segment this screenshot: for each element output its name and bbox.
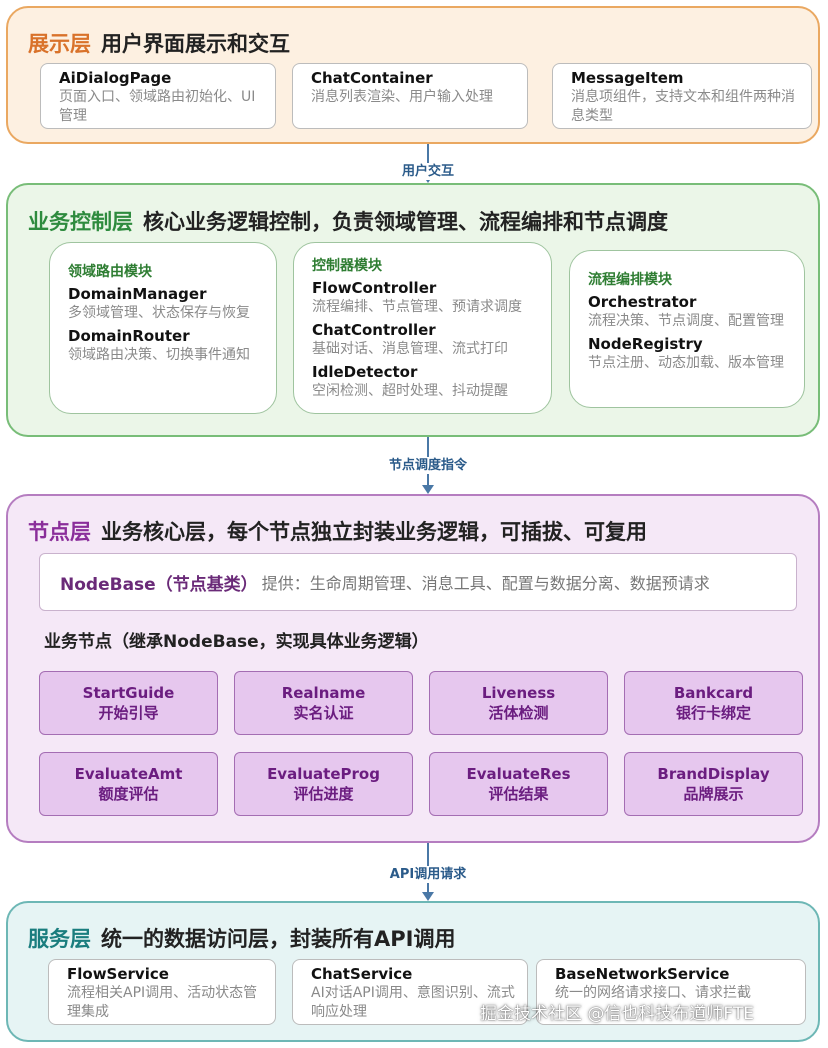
module-item-desc: 流程编排、节点管理、预请求调度 bbox=[312, 299, 522, 315]
service-layer: 服务层统一的数据访问层，封装所有API调用 FlowService 流程相关AP… bbox=[6, 901, 820, 1042]
module-title: 流程编排模块 bbox=[588, 272, 672, 288]
card-chatservice: ChatService AI对话API调用、意图识别、流式响应处理 bbox=[292, 959, 528, 1025]
card-title: BaseNetworkService bbox=[555, 965, 730, 983]
node-branddisplay: BrandDisplay 品牌展示 bbox=[624, 752, 803, 816]
card-aidialogpage: AiDialogPage 页面入口、领域路由初始化、UI管理 bbox=[40, 63, 276, 129]
node-layer-title: 节点层业务核心层，每个节点独立封装业务逻辑，可插拔、可复用 bbox=[28, 516, 647, 546]
module-item-name: FlowController bbox=[312, 279, 437, 297]
layer-name: 节点层 bbox=[28, 520, 91, 544]
card-title: AiDialogPage bbox=[59, 69, 172, 87]
node-evaluateprog: EvaluateProg 评估进度 bbox=[234, 752, 413, 816]
node-name-en: StartGuide bbox=[82, 684, 175, 702]
card-messageitem: MessageItem 消息项组件，支持文本和组件两种消息类型 bbox=[552, 63, 812, 129]
module-item-name: Orchestrator bbox=[588, 293, 697, 311]
module-item-desc: 流程决策、节点调度、配置管理 bbox=[588, 313, 784, 329]
layer-name: 服务层 bbox=[28, 927, 91, 951]
card-title: ChatContainer bbox=[311, 69, 433, 87]
node-name-en: EvaluateAmt bbox=[74, 765, 183, 783]
card-desc: 页面入口、领域路由初始化、UI管理 bbox=[59, 89, 256, 124]
control-layer-title: 业务控制层核心业务逻辑控制，负责领域管理、流程编排和节点调度 bbox=[28, 206, 668, 236]
arrow-label-user-interaction: 用户交互 bbox=[0, 160, 828, 180]
card-desc: 统一的网络请求接口、请求拦截 bbox=[555, 985, 751, 1001]
layer-name: 业务控制层 bbox=[28, 210, 133, 234]
arrow-label-node-dispatch: 节点调度指令 bbox=[0, 454, 828, 474]
module-item-desc: 空闲检测、超时处理、抖动提醒 bbox=[312, 383, 508, 399]
node-name-zh: 品牌展示 bbox=[683, 785, 744, 803]
module-item-name: DomainRouter bbox=[68, 327, 190, 345]
card-desc: 消息项组件，支持文本和组件两种消息类型 bbox=[571, 89, 795, 124]
arrow-label-text: 节点调度指令 bbox=[384, 457, 471, 474]
node-name-zh: 评估进度 bbox=[293, 785, 354, 803]
node-name-en: EvaluateProg bbox=[267, 765, 380, 783]
module-item-desc: 多领域管理、状态保存与恢复 bbox=[68, 305, 250, 321]
node-name-zh: 实名认证 bbox=[293, 704, 354, 722]
module-item-name: ChatController bbox=[312, 321, 436, 339]
node-name-zh: 活体检测 bbox=[488, 704, 549, 722]
card-desc: 消息列表渲染、用户输入处理 bbox=[311, 89, 493, 105]
module-item-desc: 节点注册、动态加载、版本管理 bbox=[588, 355, 784, 371]
watermark: 掘金技术社区 @信也科技布道师FTE bbox=[480, 1004, 755, 1024]
card-chatcontainer: ChatContainer 消息列表渲染、用户输入处理 bbox=[292, 63, 528, 129]
module-domain-routing: 领域路由模块 DomainManager 多领域管理、状态保存与恢复 Domai… bbox=[49, 242, 277, 414]
node-liveness: Liveness 活体检测 bbox=[429, 671, 608, 735]
module-title: 领域路由模块 bbox=[68, 264, 152, 280]
layer-description: 统一的数据访问层，封装所有API调用 bbox=[101, 927, 456, 951]
node-bankcard: Bankcard 银行卡绑定 bbox=[624, 671, 803, 735]
node-name-en: EvaluateRes bbox=[466, 765, 571, 783]
arrow-label-text: 用户交互 bbox=[397, 163, 458, 180]
layer-description: 用户界面展示和交互 bbox=[101, 32, 290, 56]
arrow-label-text: API调用请求 bbox=[385, 866, 471, 883]
card-desc: AI对话API调用、意图识别、流式响应处理 bbox=[311, 985, 515, 1020]
layer-description: 业务核心层，每个节点独立封装业务逻辑，可插拔、可复用 bbox=[101, 520, 647, 544]
node-evaluateres: EvaluateRes 评估结果 bbox=[429, 752, 608, 816]
module-title: 控制器模块 bbox=[312, 258, 382, 274]
node-evaluateamt: EvaluateAmt 额度评估 bbox=[39, 752, 218, 816]
module-item-name: DomainManager bbox=[68, 285, 207, 303]
module-item-name: NodeRegistry bbox=[588, 335, 703, 353]
node-startguide: StartGuide 开始引导 bbox=[39, 671, 218, 735]
node-layer: 节点层业务核心层，每个节点独立封装业务逻辑，可插拔、可复用 NodeBase（节… bbox=[6, 494, 820, 843]
nodebase-name: NodeBase（节点基类） bbox=[60, 574, 258, 595]
nodebase-box: NodeBase（节点基类）提供：生命周期管理、消息工具、配置与数据分离、数据预… bbox=[39, 553, 797, 611]
node-name-zh: 额度评估 bbox=[98, 785, 159, 803]
module-orchestration: 流程编排模块 Orchestrator 流程决策、节点调度、配置管理 NodeR… bbox=[569, 250, 805, 408]
card-title: FlowService bbox=[67, 965, 169, 983]
nodebase-desc: 提供：生命周期管理、消息工具、配置与数据分离、数据预请求 bbox=[261, 574, 710, 593]
service-layer-title: 服务层统一的数据访问层，封装所有API调用 bbox=[28, 923, 455, 953]
module-item-desc: 领域路由决策、切换事件通知 bbox=[68, 347, 250, 363]
node-name-zh: 评估结果 bbox=[488, 785, 549, 803]
node-name-en: Realname bbox=[281, 684, 366, 702]
node-name-en: Liveness bbox=[481, 684, 556, 702]
card-flowservice: FlowService 流程相关API调用、活动状态管理集成 bbox=[48, 959, 276, 1025]
presentation-layer: 展示层用户界面展示和交互 AiDialogPage 页面入口、领域路由初始化、U… bbox=[6, 6, 820, 144]
card-basenetworkservice: BaseNetworkService 统一的网络请求接口、请求拦截 bbox=[536, 959, 806, 1025]
node-name-en: Bankcard bbox=[673, 684, 754, 702]
node-realname: Realname 实名认证 bbox=[234, 671, 413, 735]
presentation-layer-title: 展示层用户界面展示和交互 bbox=[28, 28, 290, 58]
layer-description: 核心业务逻辑控制，负责领域管理、流程编排和节点调度 bbox=[143, 210, 668, 234]
card-title: ChatService bbox=[311, 965, 413, 983]
module-item-desc: 基础对话、消息管理、流式打印 bbox=[312, 341, 508, 357]
card-title: MessageItem bbox=[571, 69, 684, 87]
arrow-label-api-request: API调用请求 bbox=[0, 863, 828, 883]
module-item-name: IdleDetector bbox=[312, 363, 418, 381]
node-name-zh: 银行卡绑定 bbox=[675, 704, 751, 722]
control-layer: 业务控制层核心业务逻辑控制，负责领域管理、流程编排和节点调度 领域路由模块 Do… bbox=[6, 183, 820, 437]
node-name-zh: 开始引导 bbox=[98, 704, 159, 722]
card-desc: 流程相关API调用、活动状态管理集成 bbox=[67, 985, 258, 1020]
node-name-en: BrandDisplay bbox=[657, 765, 770, 783]
business-nodes-title: 业务节点（继承NodeBase，实现具体业务逻辑） bbox=[44, 632, 429, 652]
module-controllers: 控制器模块 FlowController 流程编排、节点管理、预请求调度 Cha… bbox=[293, 242, 552, 414]
layer-name: 展示层 bbox=[28, 32, 91, 56]
